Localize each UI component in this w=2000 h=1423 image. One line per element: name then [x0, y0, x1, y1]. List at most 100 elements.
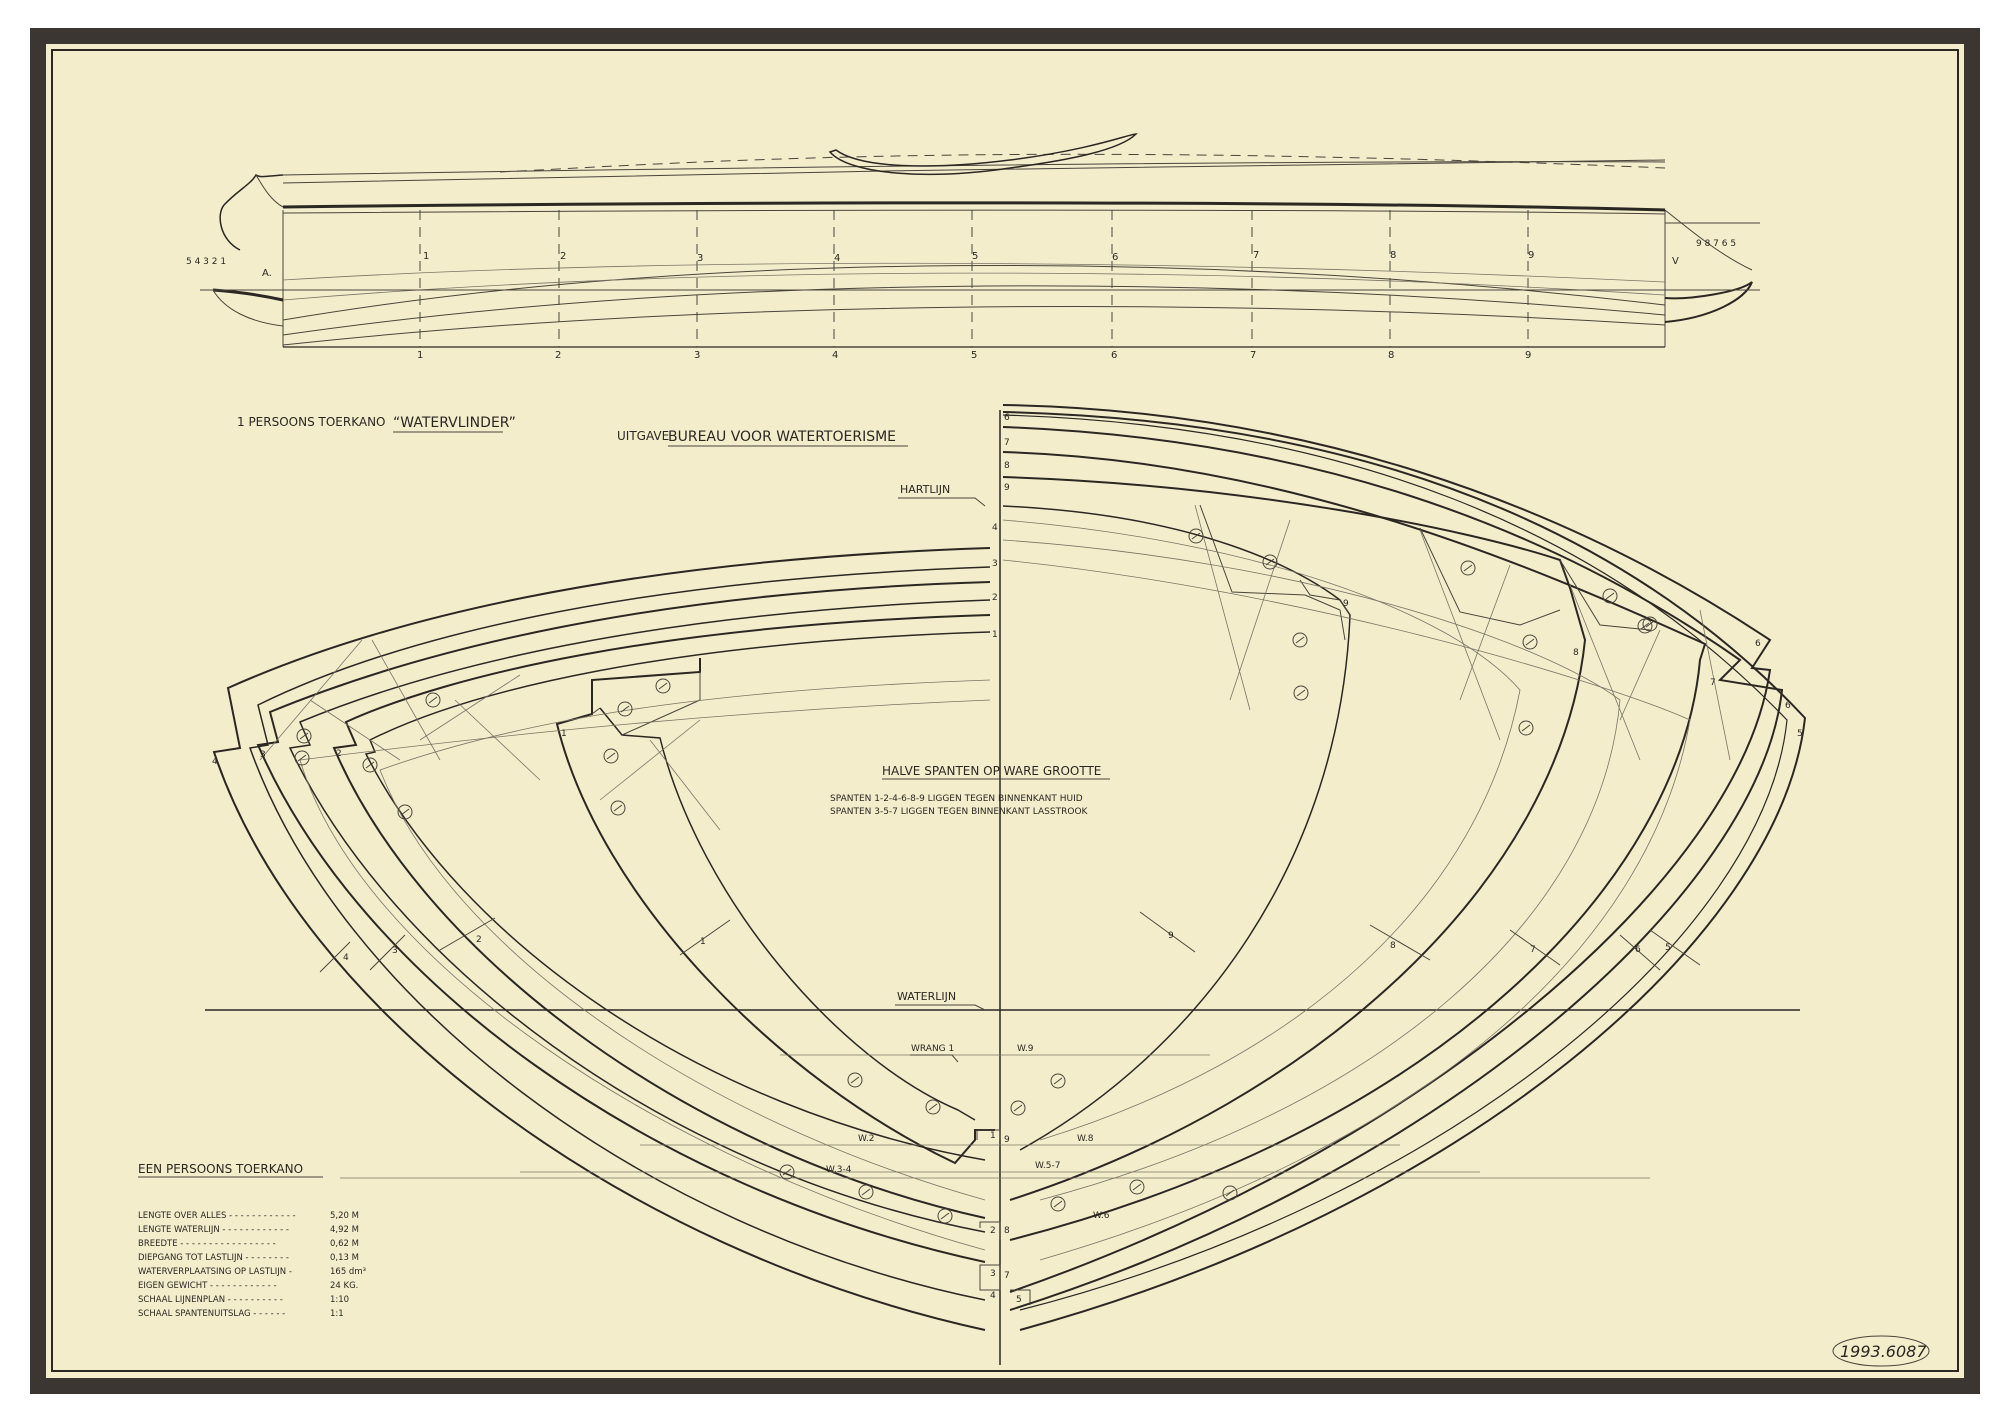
spec-value: 1:1 — [330, 1309, 344, 1319]
bolt-slot — [1132, 1183, 1142, 1191]
frame-number: 6 — [1785, 701, 1791, 711]
bolt-circle — [1222, 1185, 1238, 1201]
bolt-circle — [655, 678, 671, 694]
station-number: 3 — [697, 253, 703, 264]
frame-number: 4 — [990, 1291, 996, 1301]
frame-number: 7 — [1004, 438, 1010, 448]
bolt-circle — [1010, 1100, 1026, 1116]
bolt-circle — [1050, 1196, 1066, 1212]
bolt-slot — [1295, 636, 1305, 644]
frame-number: 8 — [1573, 648, 1579, 658]
bolt-circle — [1292, 632, 1308, 648]
frame-number: 2 — [476, 935, 482, 945]
bolt-slot — [1605, 592, 1615, 600]
publisher-prefix: UITGAVE — [617, 429, 669, 443]
bolt-slot — [428, 696, 438, 704]
bolt-slot — [365, 761, 375, 769]
frame-number: 4 — [992, 523, 998, 533]
frame-number: 6 — [1004, 413, 1010, 423]
bolt-slot — [658, 682, 668, 690]
bolt-slot — [1225, 1189, 1235, 1197]
bolt-circle — [362, 757, 378, 773]
bolt-circle — [847, 1072, 863, 1088]
bolt-slot — [928, 1103, 938, 1111]
bolt-circle — [925, 1099, 941, 1115]
spec-label: SCHAAL SPANTENUITSLAG - - - - - - — [138, 1309, 285, 1319]
bolt-circle — [1460, 560, 1476, 576]
bow-station-numbers: 9 8 7 6 5 — [1696, 239, 1736, 249]
spec-table: EEN PERSOONS TOERKANO LENGTE OVER ALLES … — [138, 1162, 366, 1319]
profile-view — [200, 133, 1760, 348]
bolt-circle — [617, 701, 633, 717]
frame-number: 2 — [336, 749, 342, 759]
frame-number: 5 — [1797, 729, 1803, 739]
bolt-circle — [1602, 588, 1618, 604]
bolt-circle — [610, 800, 626, 816]
frame-number: 9 — [1343, 599, 1349, 609]
stern-mark: A. — [262, 268, 272, 279]
station-number: 7 — [1253, 250, 1259, 261]
frame-number: 8 — [1390, 941, 1396, 951]
bolt-slot — [1013, 1104, 1023, 1112]
bolt-slot — [606, 752, 616, 760]
bolt-circle — [1522, 634, 1538, 650]
station-number: 9 — [1525, 350, 1531, 361]
bolt-slot — [1525, 638, 1535, 646]
station-number: 2 — [560, 251, 566, 262]
bolt-slot — [1640, 622, 1650, 630]
w6-label: W.6 — [1093, 1211, 1110, 1221]
frame-number: 7 — [1530, 945, 1536, 955]
station-number: 5 — [971, 350, 977, 361]
station-number: 7 — [1250, 350, 1256, 361]
station-number: 4 — [834, 253, 840, 264]
bolt-slot — [620, 705, 630, 713]
frame-number: 1 — [561, 729, 567, 739]
frame-number: 8 — [1004, 1226, 1010, 1236]
bolt-slot — [299, 732, 309, 740]
station-number: 1 — [417, 350, 423, 361]
bolt-slot — [940, 1212, 950, 1220]
spec-label: LENGTE OVER ALLES - - - - - - - - - - - … — [138, 1211, 296, 1221]
spec-value: 4,92 M — [330, 1225, 359, 1235]
bolt-slot — [1191, 532, 1201, 540]
halve-spanten-heading: HALVE SPANTEN OP WARE GROOTTE — [882, 764, 1101, 778]
bolt-circle — [1518, 720, 1534, 736]
station-number: 5 — [972, 251, 978, 262]
frame-number: 2 — [992, 593, 998, 603]
profile-station-numbers-top: 1 2 3 4 5 6 7 8 9 — [423, 250, 1534, 264]
bolt-slot — [1645, 620, 1655, 628]
station-number: 1 — [423, 251, 429, 262]
station-number: 6 — [1111, 350, 1117, 361]
station-number: 4 — [832, 350, 838, 361]
spec-value: 0,13 M — [330, 1253, 359, 1263]
frame-number: 3 — [992, 559, 998, 569]
bolt-circle — [1262, 554, 1278, 570]
w57-label: W.5-7 — [1035, 1161, 1060, 1171]
bolt-slot — [1463, 564, 1473, 572]
bolt-circle — [603, 748, 619, 764]
spec-value: 24 KG. — [330, 1281, 358, 1291]
spec-value: 0,62 M — [330, 1239, 359, 1249]
frame-number: 9 — [1168, 931, 1174, 941]
bolt-circle — [1050, 1073, 1066, 1089]
archive-number: 1993.6087 — [1840, 1342, 1927, 1361]
archive-stamp — [1832, 1335, 1930, 1367]
drawing-sheet — [46, 44, 1964, 1378]
profile-station-numbers-bottom: 1 2 3 4 5 6 7 8 9 — [417, 350, 1531, 361]
spec-value: 5,20 M — [330, 1211, 359, 1221]
bolt-slot — [400, 808, 410, 816]
title-prefix: 1 PERSOONS TOERKANO — [237, 415, 386, 429]
spec-label: WATERVERPLAATSING OP LASTLIJN - — [138, 1267, 292, 1277]
wrang-label: WRANG 1 — [911, 1044, 954, 1054]
frame-number: 4 — [212, 757, 218, 767]
frame-number: 9 — [1004, 1135, 1010, 1145]
frame-number: 7 — [1004, 1271, 1010, 1281]
waterlijn-label: WATERLIJN — [897, 990, 956, 1003]
spec-label: EIGEN GEWICHT - - - - - - - - - - - - — [138, 1281, 277, 1291]
bolt-circle — [296, 728, 312, 744]
frame-number: 5 — [1665, 943, 1671, 953]
frames-note-2: SPANTEN 3-5-7 LIGGEN TEGEN BINNENKANT LA… — [830, 807, 1089, 817]
frame-number: 1 — [700, 937, 706, 947]
publisher-name: BUREAU VOOR WATERTOERISME — [668, 429, 896, 445]
